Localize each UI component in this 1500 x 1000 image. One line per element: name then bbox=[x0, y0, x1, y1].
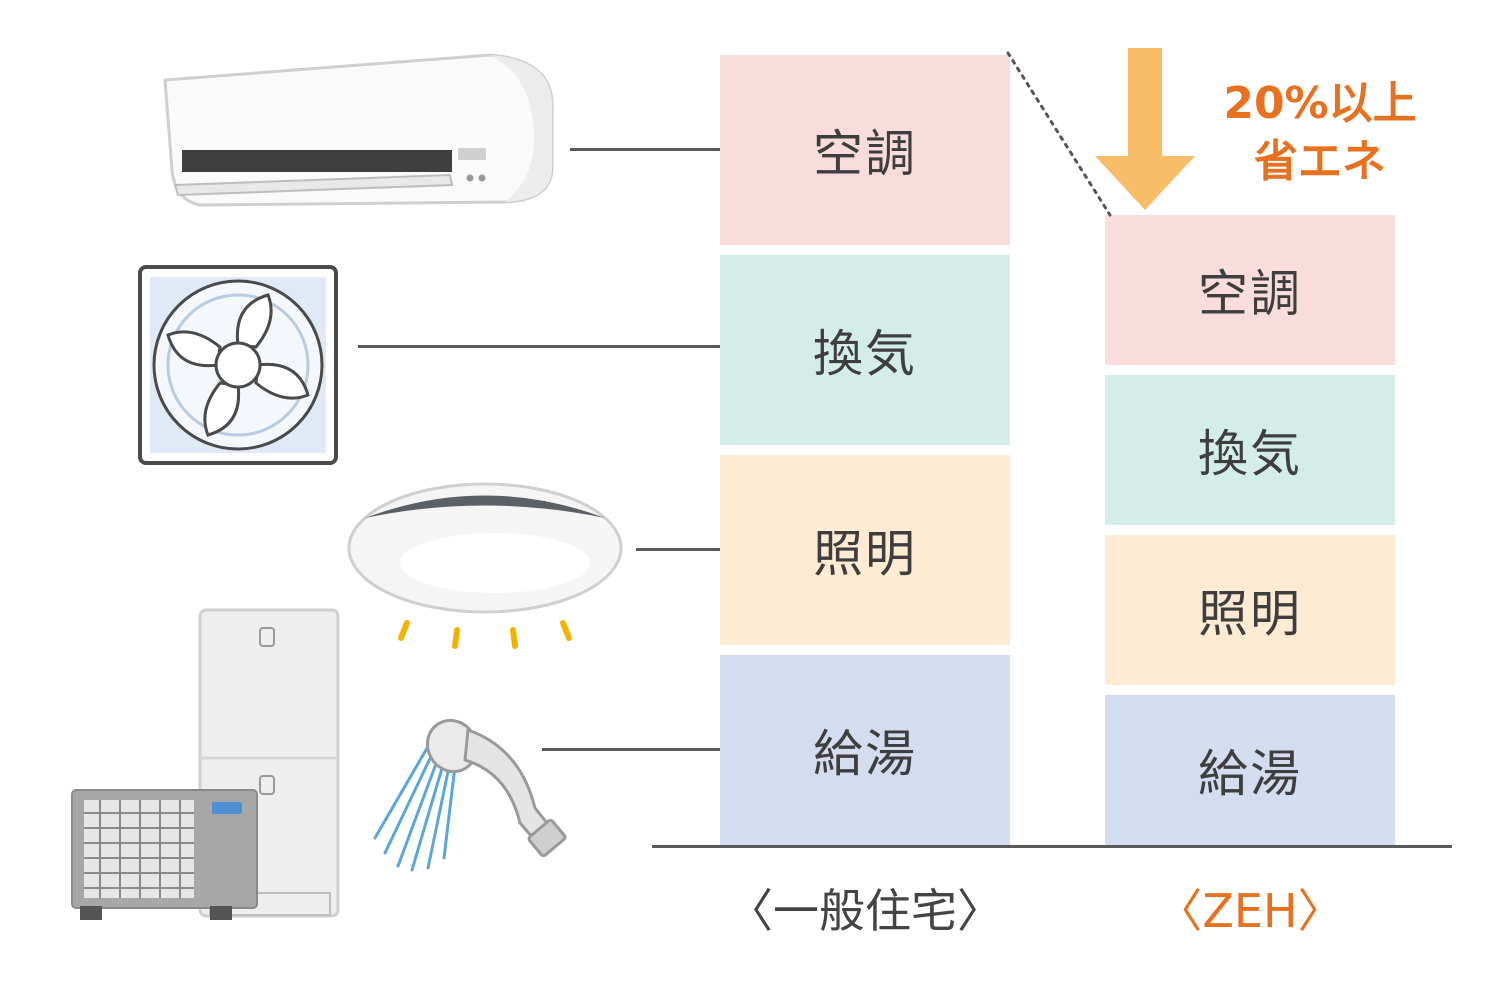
zeh-lighting-block: 照明 bbox=[1105, 535, 1395, 685]
zeh-caption: 〈ZEH〉 bbox=[1156, 884, 1344, 938]
water-heater-icon bbox=[71, 608, 340, 920]
baseline bbox=[652, 845, 1452, 848]
general-hotwater-block: 給湯 bbox=[720, 655, 1010, 845]
zeh-hvac-block: 空調 bbox=[1105, 215, 1395, 365]
air-conditioner-icon bbox=[163, 53, 554, 207]
general-lighting-block: 照明 bbox=[720, 455, 1010, 645]
zeh-hotwater-block: 給湯 bbox=[1105, 695, 1395, 845]
savings-percent: 20%以上 bbox=[1223, 78, 1417, 129]
hvac-connector-line bbox=[570, 148, 770, 151]
savings-note: 20%以上 省エネ bbox=[1195, 75, 1445, 191]
lighting-connector-line bbox=[636, 548, 770, 551]
hotwater-connector-line bbox=[542, 748, 770, 751]
ceiling-light-icon bbox=[347, 482, 623, 649]
ventilation-fan-icon bbox=[138, 265, 338, 465]
general-ventilation-block: 換気 bbox=[720, 255, 1010, 445]
down-arrow-icon bbox=[1095, 48, 1195, 210]
zeh-ventilation-block: 換気 bbox=[1105, 375, 1395, 525]
savings-label: 省エネ bbox=[1254, 136, 1386, 187]
general-house-caption: 〈一般住宅〉 bbox=[727, 884, 1003, 938]
ventilation-connector-line bbox=[358, 345, 770, 348]
general-hvac-block: 空調 bbox=[720, 55, 1010, 245]
shower-head-icon bbox=[373, 718, 567, 872]
